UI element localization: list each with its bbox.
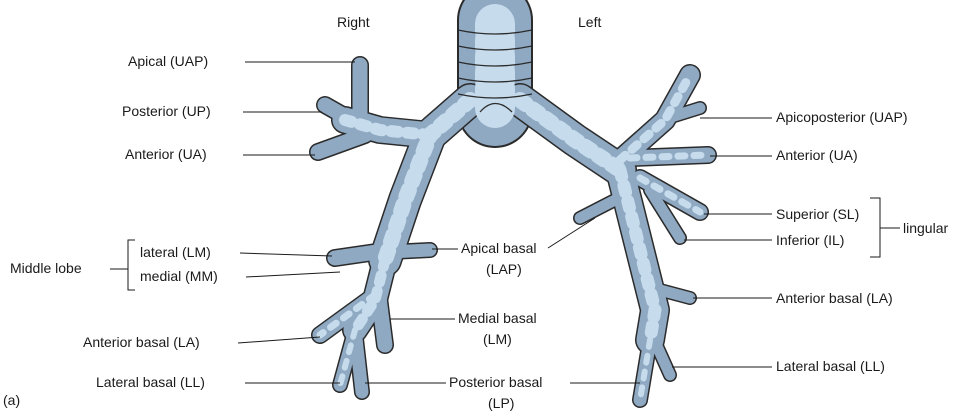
label-right-lateral-basal: Lateral basal (LL): [96, 374, 205, 390]
label-right-lateral-lm: lateral (LM): [140, 244, 211, 260]
label-medial-basal-abbr: (LM): [483, 331, 512, 347]
panel-label: (a): [3, 392, 20, 408]
label-medial-basal: Medial basal: [458, 310, 537, 326]
label-apical-basal: Apical basal: [461, 240, 537, 256]
leader-right-lateral-lm: [240, 253, 332, 256]
label-left-anterior: Anterior (UA): [776, 147, 858, 163]
label-right-anterior-basal: Anterior basal (LA): [83, 334, 200, 350]
bracket-lingular: [870, 198, 880, 257]
label-middle-lobe: Middle lobe: [10, 260, 82, 276]
label-right-posterior: Posterior (UP): [122, 103, 211, 119]
label-left-superior: Superior (SL): [776, 206, 859, 222]
label-right-medial-mm: medial (MM): [140, 268, 218, 284]
label-posterior-basal-abbr: (LP): [488, 395, 514, 411]
label-apical-basal-abbr: (LAP): [486, 261, 522, 277]
airway-tree: [318, 20, 708, 400]
header-right: Right: [337, 14, 370, 30]
header-left: Left: [578, 14, 601, 30]
label-left-inferior: Inferior (IL): [776, 232, 844, 248]
leader-right-medial-mm: [246, 272, 340, 277]
label-left-anterior-basal: Anterior basal (LA): [776, 290, 893, 306]
leader-apical-basal: [548, 218, 595, 248]
bracket-middle-lobe: [128, 240, 135, 290]
label-right-anterior: Anterior (UA): [125, 146, 207, 162]
label-left-apicoposterior: Apicoposterior (UAP): [776, 109, 908, 125]
label-posterior-basal: Posterior basal: [449, 374, 542, 390]
leader-right-anterior-basal: [238, 337, 320, 343]
label-right-apical: Apical (UAP): [128, 53, 208, 69]
label-left-lateral-basal: Lateral basal (LL): [776, 358, 885, 374]
label-lingular: lingular: [903, 220, 948, 236]
